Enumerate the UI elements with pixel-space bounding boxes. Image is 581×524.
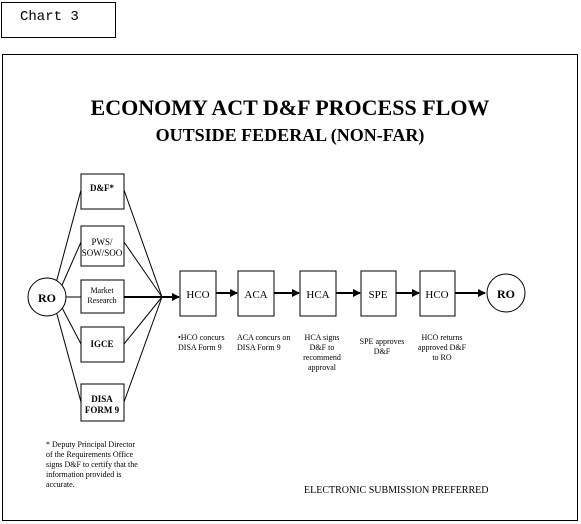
diagram-frame [2,54,578,521]
document-label: DISA [91,394,113,404]
document-label: Research [87,296,116,305]
step-note: HCA signs [305,333,340,342]
step-note: DISA Form 9 [178,343,222,352]
flow-arrows [124,289,486,301]
step-note: DISA Form 9 [237,343,281,352]
document-box-market-research: Market Research [80,279,125,314]
step-label: HCO [425,289,448,301]
footnote-line: accurate. [46,480,75,489]
footnote: * Deputy Principal Director of the Requi… [46,440,138,489]
step-box-spe: SPE [360,270,397,317]
document-label: Market [90,286,114,295]
step-note: recommend [303,353,341,362]
footnote-line: signs D&F to certify that the [46,460,138,469]
step-box-hca: HCA [299,270,337,317]
step-note: D&F [374,347,391,356]
document-label: SOW/SOO [82,248,123,258]
step-label: HCA [306,289,329,301]
document-box-df: D&F* [80,173,125,210]
step-note: to RO [432,353,452,362]
end-node-ro: RO [486,273,526,313]
document-label: FORM 9 [85,405,120,415]
step-note: HCO returns [421,333,462,342]
submission-note: ELECTRONIC SUBMISSION PREFERRED [304,485,488,496]
fan-out-lines [54,189,82,403]
chart-tag: Chart 3 [1,2,116,38]
step-note: SPE approves [360,337,405,346]
step-label: HCO [186,289,209,301]
step-box-aca: ACA [237,270,275,317]
document-box-disa-form9: DISA FORM 9 [80,383,125,422]
step-label: ACA [244,289,267,301]
step-box-hco: HCO [179,270,217,317]
document-box-pws: PWS/ SOW/SOO [80,225,125,267]
document-label: IGCE [90,339,113,349]
step-box-hco-return: HCO [419,270,456,317]
footnote-line: * Deputy Principal Director [46,440,135,449]
step-note: ACA concurs on [237,333,290,342]
step-note: •HCO concurs [178,333,225,342]
document-box-igce: IGCE [80,326,125,363]
start-node-label: RO [38,291,56,305]
step-note: approved D&F [418,343,467,352]
diagram-subtitle: OUTSIDE FEDERAL (NON-FAR) [156,125,425,146]
footnote-line: information provided is [46,470,122,479]
diagram-title: ECONOMY ACT D&F PROCESS FLOW [91,95,490,120]
step-label: SPE [369,289,388,301]
footnote-line: of the Requirements Office [46,450,134,459]
step-notes: •HCO concurs DISA Form 9 ACA concurs on … [178,333,467,372]
document-label: PWS/ [91,237,113,247]
fan-in-lines [123,189,163,403]
end-node-label: RO [497,287,515,301]
step-note: D&F to [310,343,335,352]
document-label: D&F* [90,183,114,193]
start-node-ro: RO [27,277,67,317]
step-note: approval [308,363,337,372]
